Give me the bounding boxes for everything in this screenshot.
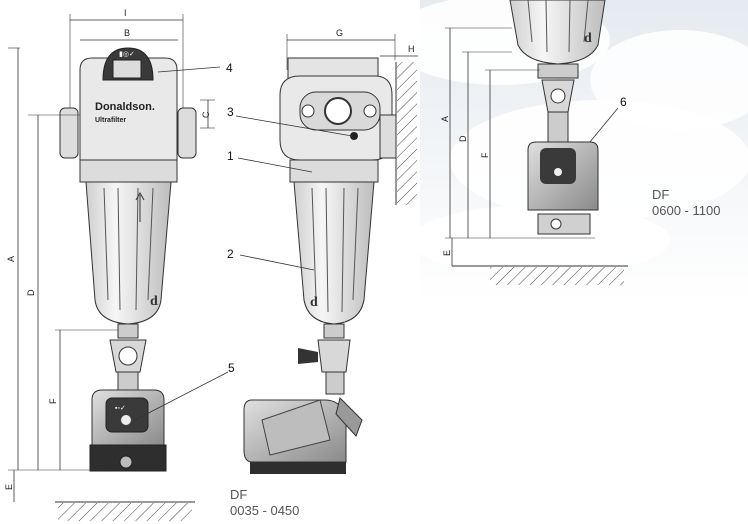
dimension-label-c: C xyxy=(201,111,211,118)
callout-1: 1 xyxy=(227,149,234,163)
model-range-small: 0035 - 0450 xyxy=(230,503,300,518)
model-prefix-large: DF xyxy=(652,187,670,202)
dimension-label-b: B xyxy=(124,28,130,38)
callout-5: 5 xyxy=(228,361,235,375)
dimension-label-large-a: A xyxy=(440,116,450,122)
callout-6: 6 xyxy=(620,95,627,109)
model-label-large: DF 0600 - 1100 xyxy=(652,187,720,219)
model-label-small: DF 0035 - 0450 xyxy=(230,487,299,519)
dimension-label-large-e: E xyxy=(442,250,452,256)
callout-2: 2 xyxy=(227,247,234,261)
dimension-label-a: A xyxy=(6,256,16,262)
svg-text:▮◎✓: ▮◎✓ xyxy=(119,51,135,58)
dimension-label-e: E xyxy=(4,484,14,490)
model-prefix-small: DF xyxy=(230,487,248,502)
dimension-label-large-d: D xyxy=(458,135,468,142)
side-view-filter: G H d xyxy=(243,28,418,474)
svg-text:d: d xyxy=(584,31,592,46)
callout-3: 3 xyxy=(227,105,234,119)
dimension-label-h: H xyxy=(408,44,415,54)
brand-product: Ultrafilter xyxy=(95,117,126,124)
dimension-label-g: G xyxy=(336,28,343,38)
brand-logo: Donaldson. xyxy=(95,101,155,113)
dimension-label-d: D xyxy=(26,289,36,296)
callout-lines xyxy=(134,66,619,421)
large-filter-partial: d A D F E xyxy=(440,0,628,285)
dimension-label-f: F xyxy=(48,398,58,404)
svg-text:▪◦✓: ▪◦✓ xyxy=(115,405,126,412)
dimension-label-i: I xyxy=(124,8,127,18)
dimension-label-large-f: F xyxy=(480,152,490,158)
svg-text:d: d xyxy=(150,294,158,309)
callout-4: 4 xyxy=(226,61,233,75)
front-view-filter: I B ▮◎✓ Donaldson. Ultrafilter C d xyxy=(4,8,215,521)
model-range-large: 0600 - 1100 xyxy=(652,203,721,218)
svg-text:d: d xyxy=(310,295,318,310)
